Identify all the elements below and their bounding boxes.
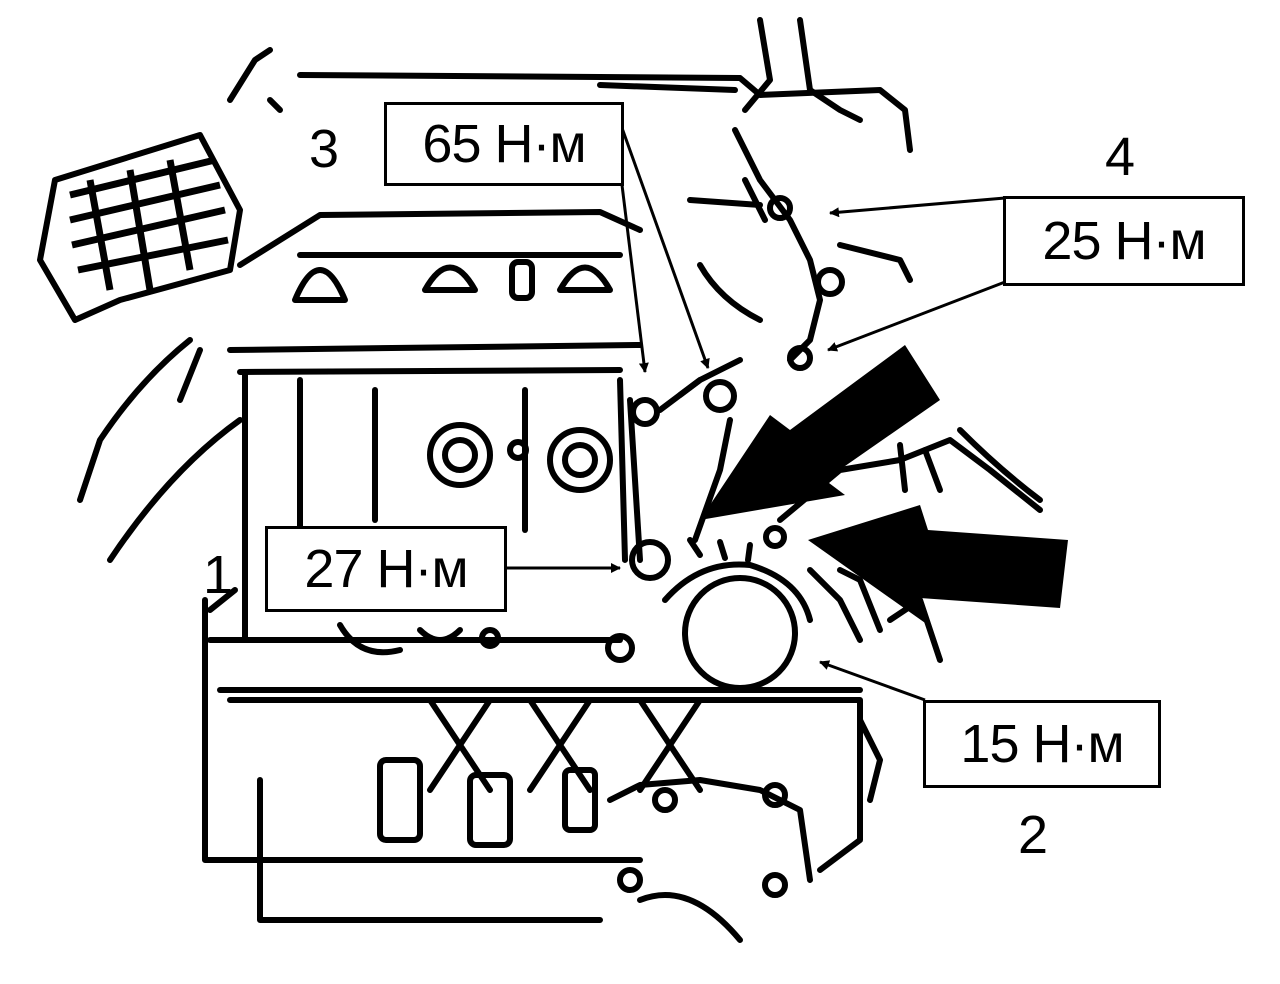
- leader-15: [819, 660, 926, 702]
- leader-lines: [505, 127, 1006, 702]
- wiring-connector-block: [37, 132, 243, 323]
- item-number-1: 1: [203, 545, 234, 605]
- lower-direction-arrow: [808, 505, 1068, 625]
- engine-outline: [77, 17, 1043, 943]
- torque-callout-65: 65 Н·м: [384, 102, 624, 186]
- upper-direction-arrow: [700, 345, 940, 520]
- direction-arrows: [700, 345, 1068, 625]
- leader-65-right: [620, 127, 710, 369]
- torque-callout-27: 27 Н·м: [265, 526, 507, 612]
- leader-65-left: [620, 184, 649, 373]
- torque-callout-15: 15 Н·м: [923, 700, 1161, 788]
- item-number-3: 3: [309, 119, 340, 179]
- leader-25-lower: [827, 280, 1006, 352]
- leader-25-upper: [829, 196, 1006, 218]
- torque-callout-25: 25 Н·м: [1003, 196, 1245, 286]
- item-number-2: 2: [1018, 805, 1049, 865]
- item-number-4: 4: [1105, 127, 1136, 187]
